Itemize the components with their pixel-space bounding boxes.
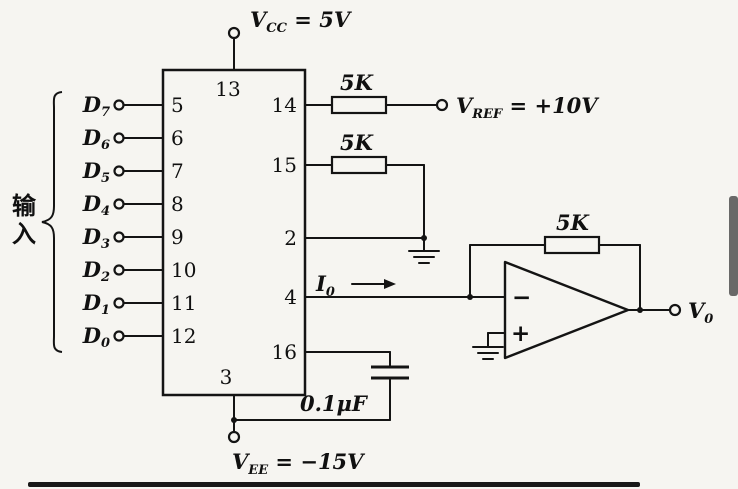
pin-number: 7 — [171, 159, 184, 183]
input-row: D6 6 — [82, 125, 184, 153]
pin-number-top: 13 — [215, 77, 240, 101]
pin-number: 9 — [171, 225, 184, 249]
input-bit-label: D1 — [82, 290, 110, 318]
vout-terminal — [668, 303, 682, 317]
comp-branch: 16 0.1μF — [231, 340, 409, 423]
input-terminal — [113, 99, 125, 111]
input-group-brace — [41, 91, 63, 353]
pin-number-rfb: 15 — [272, 153, 297, 177]
capacitor — [371, 365, 409, 380]
rfb-branch: 15 5K — [272, 130, 425, 239]
input-row: D5 7 — [82, 158, 184, 186]
pin-number: 8 — [171, 192, 184, 216]
resistor-feedback — [543, 235, 601, 255]
scan-artifact-smudge — [729, 196, 738, 296]
input-terminal — [113, 231, 125, 243]
pin-number: 11 — [171, 291, 196, 315]
pin-number: 6 — [171, 126, 184, 150]
opamp-noninverting-input-sign: + — [511, 321, 530, 347]
input-terminal — [113, 198, 125, 210]
input-row: D2 10 — [82, 257, 197, 285]
vref-label: VREF = +10V — [456, 93, 600, 122]
resistor-vref-value: 5K — [340, 70, 374, 95]
input-rows: D7 5 D6 6 D5 7 D4 8 D3 9 — [82, 92, 197, 351]
input-bit-label: D7 — [82, 92, 110, 120]
input-row: D1 11 — [82, 290, 197, 318]
pin-number-gnd: 2 — [284, 226, 297, 250]
input-row: D4 8 — [82, 191, 184, 219]
vcc-terminal — [227, 26, 241, 40]
pin-number: 10 — [171, 258, 196, 282]
scan-artifact-line — [28, 482, 640, 487]
pin-number: 5 — [171, 93, 184, 117]
input-terminal — [113, 330, 125, 342]
input-bit-label: D0 — [82, 323, 110, 351]
vref-branch: 14 5K VREF = +10V — [272, 70, 601, 122]
vout-label: V0 — [688, 298, 713, 327]
vcc-label: VCC = 5V — [250, 7, 353, 36]
resistor-rfb-value: 5K — [340, 130, 374, 155]
input-row: D3 9 — [82, 224, 184, 252]
pin-number-comp: 16 — [272, 340, 297, 364]
iout-label: I0 — [315, 271, 335, 300]
pin-number: 12 — [171, 324, 196, 348]
pin-number-vref: 14 — [272, 93, 297, 117]
resistor-rfb — [330, 155, 388, 175]
vee-label: VEE = −15V — [232, 449, 366, 478]
iout-branch: 4 I0 — [284, 271, 506, 309]
input-bit-label: D3 — [82, 224, 110, 252]
input-terminal — [113, 132, 125, 144]
vref-terminal — [435, 98, 449, 112]
vee-branch: VEE = −15V — [227, 394, 366, 478]
input-row: D0 12 — [82, 323, 197, 351]
resistor-vref — [330, 95, 388, 115]
input-bit-label: D6 — [82, 125, 110, 153]
input-bit-label: D4 — [82, 191, 110, 219]
capacitor-value: 0.1μF — [300, 391, 369, 416]
input-group-label-char2: 入 — [12, 220, 36, 248]
pin-number-bottom: 3 — [220, 365, 233, 389]
input-terminal — [113, 165, 125, 177]
opamp-body — [503, 260, 630, 360]
feedback-network: 5K — [467, 210, 643, 313]
input-group-label-char1: 输 — [12, 192, 37, 220]
input-bit-label: D2 — [82, 257, 110, 285]
pin-number-iout: 4 — [284, 285, 297, 309]
vcc-branch: VCC = 5V — [227, 7, 353, 71]
resistor-feedback-value: 5K — [556, 210, 590, 235]
opamp-inverting-input-sign: − — [512, 285, 531, 311]
ground-symbol — [408, 250, 440, 264]
ground-symbol — [472, 346, 504, 360]
arrow-head — [384, 279, 396, 289]
current-direction-arrow — [351, 279, 396, 289]
input-bit-label: D5 — [82, 158, 110, 186]
input-terminal — [113, 264, 125, 276]
input-row: D7 5 — [82, 92, 184, 120]
opamp: − + V0 — [472, 260, 713, 360]
gnd-branch: 2 — [284, 226, 440, 264]
input-terminal — [113, 297, 125, 309]
vee-terminal — [227, 430, 241, 444]
